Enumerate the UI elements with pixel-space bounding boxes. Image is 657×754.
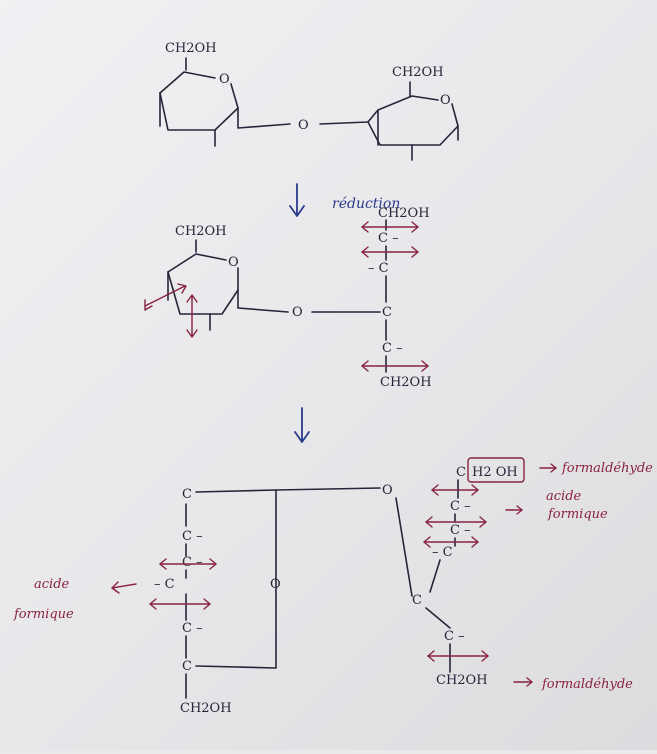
ring-top-bonds [167, 253, 227, 273]
reduction-arrow-head [289, 205, 305, 217]
right-cleavage-heads-3 [423, 536, 479, 548]
left-chain-row-2: C – [182, 529, 203, 544]
right-chain-row-5: C [412, 593, 422, 608]
right-chain-row-1: C [456, 465, 466, 480]
reduction-step: réduction [289, 183, 400, 217]
left-product-line1: acide [34, 577, 70, 592]
ring1-oxygen: O [219, 72, 230, 87]
ring1-top-bonds [159, 71, 216, 94]
ring-ch2oh-label: CH2OH [175, 224, 227, 239]
ring-cleavage-head-c [186, 294, 198, 303]
oxidation-step-arrow [294, 407, 310, 443]
reduction-label: réduction [332, 196, 400, 212]
ring2-lower-bonds [367, 103, 459, 146]
ring-cleavage-head-a [144, 299, 153, 311]
right-cleavage-heads-1 [431, 484, 479, 496]
ring-cleavage-arrow-diag [144, 285, 186, 307]
cleaved-bridge-oxygen: O [382, 483, 393, 498]
left-chain-row-3: C – [182, 555, 203, 570]
left-to-bridge-bond [275, 487, 381, 491]
ring1-ch2oh-label: CH2OH [165, 41, 217, 56]
ring2-top-bonds [367, 95, 439, 123]
disaccharide-structure: CH2OH O O CH2OH O [159, 41, 459, 161]
right-chain-row-4: – C [432, 545, 453, 560]
chain-row-3: – C [368, 261, 389, 276]
left-pyranose-ring: CH2OH O [159, 41, 291, 147]
left-product-arrow-head [111, 581, 120, 594]
ring-lower-bonds [167, 267, 239, 315]
boxed-group-label: H2 OH [472, 465, 518, 480]
bridge-to-ring2-bond [319, 121, 369, 125]
left-chain-row-7: CH2OH [180, 701, 232, 716]
left-chain-row-6: C [182, 659, 192, 674]
bridge-to-right-chain-bond [395, 497, 413, 597]
ring2-ch2oh-label: CH2OH [392, 65, 444, 80]
product-middle-line2: formique [547, 507, 608, 522]
right-chain-row-6: C – [444, 629, 465, 644]
ring-oxygen: O [228, 255, 239, 270]
chain-row-1: CH2OH [378, 206, 430, 221]
chain-row-4: C [382, 305, 392, 320]
left-cleavage-heads-2 [149, 598, 211, 610]
right-pyranose-ring: CH2OH O [319, 65, 459, 161]
left-product-line2: formique [13, 607, 74, 622]
chain-row-5: C – [382, 341, 403, 356]
ring-cleavage-head-b [177, 283, 187, 294]
right-chain: C H2 OH C – C – – C C C – CH2OH formaldé… [412, 457, 653, 692]
arrow2-head [294, 431, 310, 443]
product-arrow-middle-head [516, 505, 523, 515]
right-chain-row-3: C – [450, 523, 471, 538]
left-chain: C C – C – – C C – C CH2OH O acide formiq… [13, 487, 381, 716]
product-arrow-top-head [550, 463, 557, 473]
left-ring-frame [195, 489, 277, 669]
reduced-bridge-oxygen: O [292, 305, 303, 320]
formaldehyde-box [467, 457, 525, 483]
chain-cleavage-heads-3 [361, 360, 429, 372]
right-chain-row-7: CH2OH [436, 673, 488, 688]
left-chain-row-4: – C [154, 577, 175, 592]
right-chain-row-2: C – [450, 499, 471, 514]
reduced-open-chain: CH2OH C – – C C C – CH2OH [361, 206, 432, 390]
right-cleavage-heads-4 [427, 650, 489, 662]
cleaved-structure: C C – C – – C C – C CH2OH O acide formiq… [13, 457, 653, 716]
product-middle-line1: acide [546, 489, 582, 504]
product-top-formaldehyde: formaldéhyde [561, 461, 653, 476]
chain-cleavage-heads-1 [361, 221, 419, 233]
product-arrow-bottom-head [526, 677, 533, 687]
chain-row-2: C – [378, 231, 399, 246]
ring-cleavage-head-d [186, 329, 198, 338]
chain-cleavage-heads-2 [361, 246, 419, 258]
ring1-to-bridge-bond [237, 107, 291, 129]
ring-to-bridge-bond [237, 289, 289, 313]
ring1-lower-bonds [159, 83, 239, 131]
left-chain-row-1: C [182, 487, 192, 502]
left-ring-oxygen: O [270, 577, 281, 592]
reduced-ring: CH2OH O [144, 224, 289, 338]
glycosidic-oxygen: O [298, 118, 309, 133]
chain-row-6: CH2OH [380, 375, 432, 390]
left-cleavage-heads-1 [159, 558, 217, 570]
right-cleavage-heads-2 [425, 516, 487, 528]
product-bottom-formaldehyde: formaldéhyde [541, 677, 633, 692]
left-product-arrow [111, 583, 137, 589]
ring2-oxygen: O [440, 93, 451, 108]
left-chain-row-5: C – [182, 621, 203, 636]
reduced-structure: CH2OH O O CH2OH C – – C C C – CH2OH [144, 206, 432, 390]
